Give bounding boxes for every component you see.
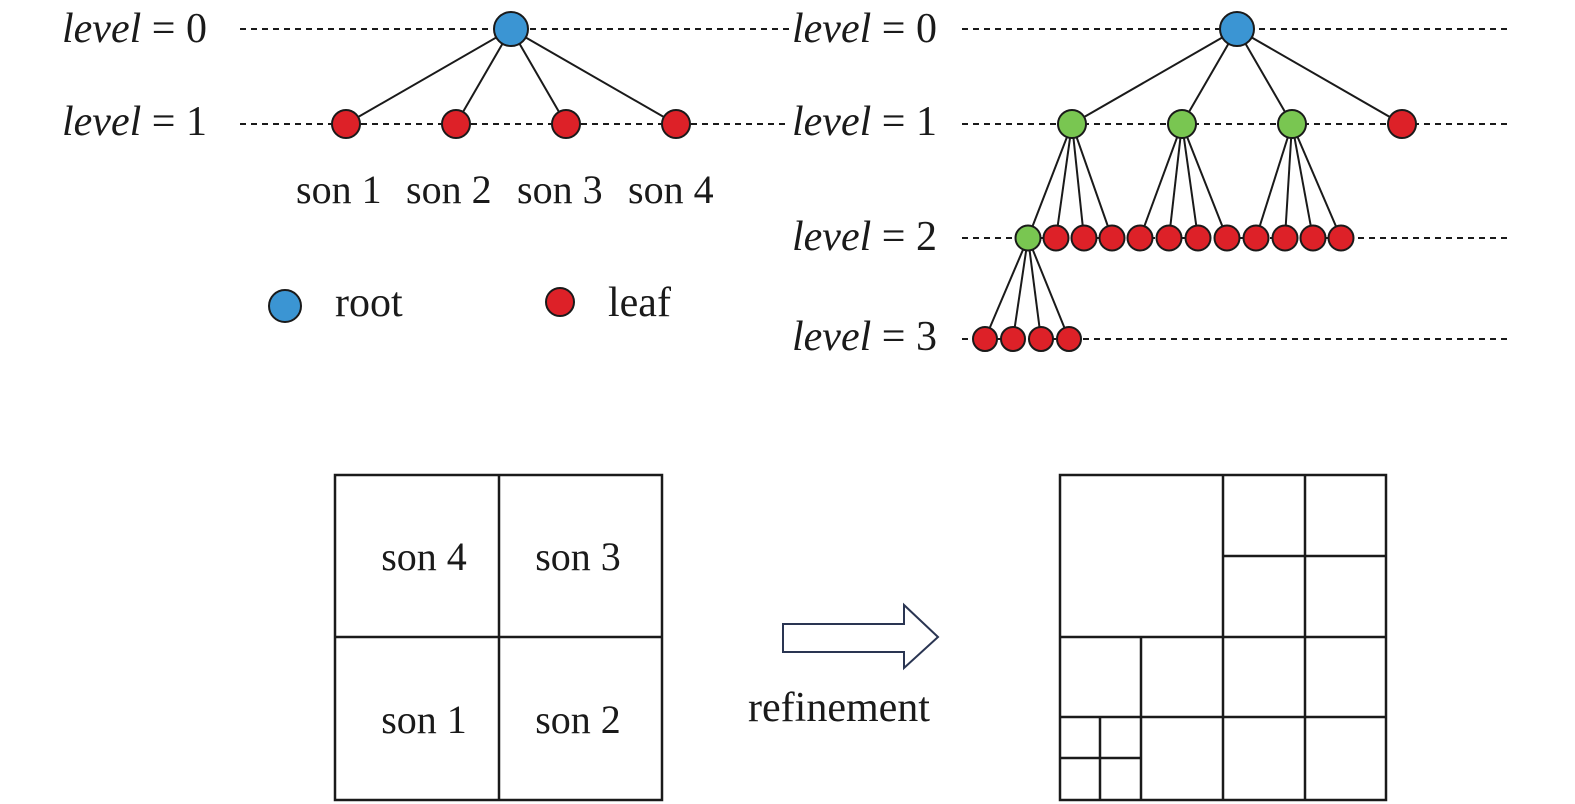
quadrant-son-2-label: son 2 <box>535 697 621 742</box>
right-edge-b-2 <box>1168 123 1183 239</box>
left-edge-4 <box>510 28 677 125</box>
right-edge-b-3 <box>1181 123 1199 239</box>
right-internal-node-l1-1 <box>1057 109 1087 139</box>
right-internal-node-l2-1 <box>1014 224 1042 252</box>
legend-root-icon <box>268 289 302 323</box>
right-leaf-node-l1-4 <box>1387 109 1417 139</box>
right-edge-a-3 <box>1071 123 1085 239</box>
right-edge-a-2 <box>1055 123 1073 239</box>
right-edge-c-2 <box>1284 123 1293 239</box>
left-tree: level = 0 level = 1 son 1 son 2 son 3 so… <box>62 6 790 212</box>
refinement-arrow: refinement <box>748 602 940 731</box>
right-edge-d-1 <box>984 237 1029 340</box>
left-leaf-node-1 <box>331 109 361 139</box>
right-root-node <box>1219 11 1255 47</box>
right-edge-root-1 <box>1071 28 1238 125</box>
legend-leaf-icon <box>545 287 575 317</box>
left-leaf-node-3 <box>551 109 581 139</box>
right-leaf-node-l2 <box>1213 224 1241 252</box>
quadrant-son-3-label: son 3 <box>535 534 621 579</box>
right-leaf-node-l2 <box>1070 224 1098 252</box>
right-edge-c-4 <box>1291 123 1342 239</box>
left-son-3-label: son 3 <box>517 167 603 212</box>
right-edge-c-1 <box>1255 123 1293 239</box>
right-leaf-node-l2 <box>1042 224 1070 252</box>
left-leaf-node-4 <box>661 109 691 139</box>
right-edge-root-4 <box>1236 28 1403 125</box>
legend-leaf-label: leaf <box>608 280 671 326</box>
right-leaf-node-l2 <box>1327 224 1355 252</box>
right-edge-c-3 <box>1291 123 1314 239</box>
right-level-3-label: level = 3 <box>792 314 937 360</box>
right-internal-node-l1-2 <box>1167 109 1197 139</box>
right-leaf-node-l2 <box>1271 224 1299 252</box>
right-leaf-node-l3 <box>1028 326 1054 352</box>
right-edge-d-4 <box>1027 237 1070 340</box>
right-edge-root-3 <box>1236 28 1293 125</box>
legend-root-label: root <box>335 280 403 326</box>
right-leaf-node-l3 <box>1000 326 1026 352</box>
left-edge-1 <box>345 28 512 125</box>
right-edge-d-3 <box>1027 237 1042 340</box>
right-edge-a-4 <box>1071 123 1113 239</box>
quadrant-son-1-label: son 1 <box>381 697 467 742</box>
left-son-2-label: son 2 <box>406 167 492 212</box>
right-level-2-label: level = 2 <box>792 214 937 260</box>
right-internal-node-l1-3 <box>1277 109 1307 139</box>
right-edge-a-1 <box>1027 123 1073 239</box>
right-leaf-node-l3 <box>972 326 998 352</box>
right-level-1-label: level = 1 <box>792 99 937 145</box>
refined-grid <box>1058 473 1388 802</box>
right-leaf-node-l3 <box>1056 326 1082 352</box>
right-edge-b-1 <box>1139 123 1183 239</box>
left-leaf-node-2 <box>441 109 471 139</box>
left-level-1-label: level = 1 <box>62 99 207 145</box>
left-edge-2 <box>455 28 512 125</box>
right-leaf-node-l2 <box>1299 224 1327 252</box>
right-leaf-node-l2 <box>1155 224 1183 252</box>
right-level-0-label: level = 0 <box>792 6 937 52</box>
refinement-label: refinement <box>748 685 930 731</box>
right-leaf-node-l2 <box>1098 224 1126 252</box>
right-arrow-icon <box>782 602 940 671</box>
right-tree: level = 0 level = 1 level = 2 level = 3 <box>792 6 1510 360</box>
quadrant-grid: son 4 son 3 son 1 son 2 <box>333 473 664 802</box>
left-level-0-label: level = 0 <box>62 6 207 52</box>
left-son-4-label: son 4 <box>628 167 714 212</box>
quadrant-son-4-label: son 4 <box>381 534 467 579</box>
left-edge-3 <box>510 28 567 125</box>
right-leaf-node-l2 <box>1184 224 1212 252</box>
right-edge-root-2 <box>1181 28 1238 125</box>
right-edge-d-2 <box>1012 237 1029 340</box>
right-leaf-node-l2 <box>1126 224 1154 252</box>
legend: root leaf <box>268 280 671 326</box>
left-root-node <box>493 11 529 47</box>
right-edge-b-4 <box>1181 123 1228 239</box>
left-son-1-label: son 1 <box>296 167 382 212</box>
right-leaf-node-l2 <box>1242 224 1270 252</box>
